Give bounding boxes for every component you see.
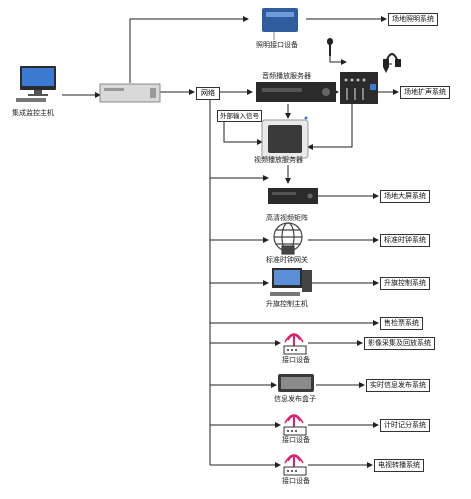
video-matrix-icon [268,188,318,204]
system-box-tv-relay: 电视转播系统 [374,459,424,472]
server-rack-icon [99,83,161,103]
audio-mixer-icon [340,72,378,104]
info-release-box-icon [278,374,314,392]
connector-lines [62,16,399,468]
system-box-clock: 标准时钟系统 [380,234,430,247]
system-box-video-capture: 影像采集及回放系统 [364,337,435,350]
host-label: 集成监控主机 [12,109,54,117]
lighting-interface-icon [262,8,298,40]
system-box-ticket: 售检票系统 [380,317,423,330]
microphone-icon [327,38,333,56]
audio-server-icon [256,82,336,102]
audio-server-label: 音频播放服务器 [262,72,311,80]
matrix-label: 高清视频矩阵 [266,214,308,222]
network-box: 网络 [196,87,220,100]
system-box-lighting: 场地照明系统 [388,13,438,26]
globe-gateway-icon [273,222,303,255]
clock-gateway-label: 标准时钟网关 [266,256,308,264]
system-box-flag: 升旗控制系统 [380,277,430,290]
video-server-icon [261,116,309,159]
monitor-icon [16,66,56,102]
system-box-timing: 计时记分系统 [380,419,430,432]
system-box-pa: 场地扩声系统 [400,86,450,99]
headphones-icon [383,53,401,67]
interface-device-icon [283,414,307,436]
info-box-label: 信息发布盒子 [274,395,316,403]
interface-label-2: 接口设备 [282,436,310,444]
interface-device-icon [283,454,307,476]
interface-label-1: 接口设备 [282,356,310,364]
system-box-screen: 场地大屏系统 [380,190,430,203]
interface-label-3: 接口设备 [282,477,310,485]
interface-device-icon [283,333,307,355]
external-input-box: 外部输入信号 [217,110,262,122]
desktop-computer-icon [270,268,312,296]
lighting-device-label: 照明接口设备 [256,41,298,49]
flag-host-label: 升旗控制主机 [266,300,308,308]
video-server-label: 视频播放服务器 [254,156,303,164]
system-box-info-release: 实时信息发布系统 [366,379,430,392]
